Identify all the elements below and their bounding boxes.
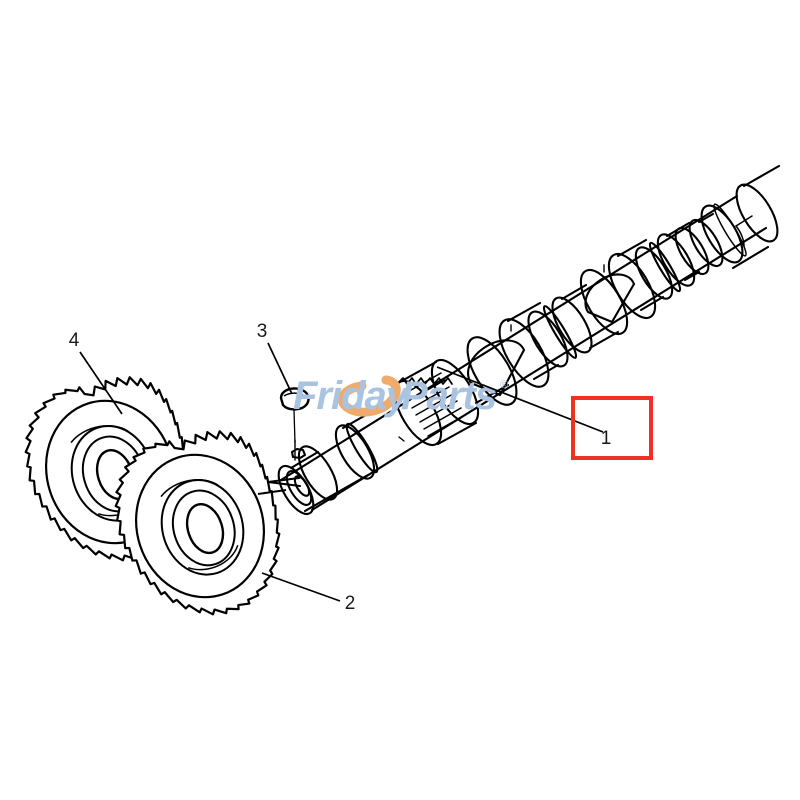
camshaft-journal-2 bbox=[527, 283, 593, 381]
camshaft-keyway bbox=[290, 447, 307, 460]
leader-line-3 bbox=[267, 342, 293, 395]
cam-lobe-1 bbox=[466, 301, 550, 406]
callout-3-number: 3 bbox=[257, 321, 268, 342]
camshaft-part bbox=[266, 164, 781, 516]
watermark-swoosh bbox=[337, 375, 401, 417]
leader-line-2 bbox=[261, 572, 341, 602]
gear-shaft-stub bbox=[257, 489, 287, 495]
callout-labels: 1 2 3 4 bbox=[69, 321, 612, 614]
camshaft-journal-3 bbox=[634, 221, 696, 312]
camshaft-surface-detail bbox=[398, 264, 605, 442]
cam-lobe-2 bbox=[579, 238, 657, 350]
callout-1-highlight-box[interactable] bbox=[571, 396, 653, 460]
watermark: Friday Parts ® bbox=[293, 374, 508, 418]
leader-line-3b bbox=[293, 409, 296, 444]
leader-line-1 bbox=[436, 366, 604, 433]
callout-1-number: 1 bbox=[601, 428, 612, 449]
callout-2-number: 2 bbox=[345, 593, 356, 614]
woodruff-key-part bbox=[279, 387, 310, 411]
watermark-registered-icon: ® bbox=[500, 379, 508, 391]
watermark-text-parts: Parts bbox=[401, 374, 496, 418]
camshaft-right-end bbox=[700, 164, 781, 270]
camshaft-timing-gear bbox=[393, 359, 480, 446]
leader-line-4 bbox=[79, 351, 123, 415]
callout-leaders bbox=[79, 342, 604, 602]
camshaft-drive-gear-part bbox=[114, 430, 281, 616]
callout-4-number: 4 bbox=[69, 330, 80, 351]
watermark-text-friday: Friday bbox=[293, 374, 410, 418]
